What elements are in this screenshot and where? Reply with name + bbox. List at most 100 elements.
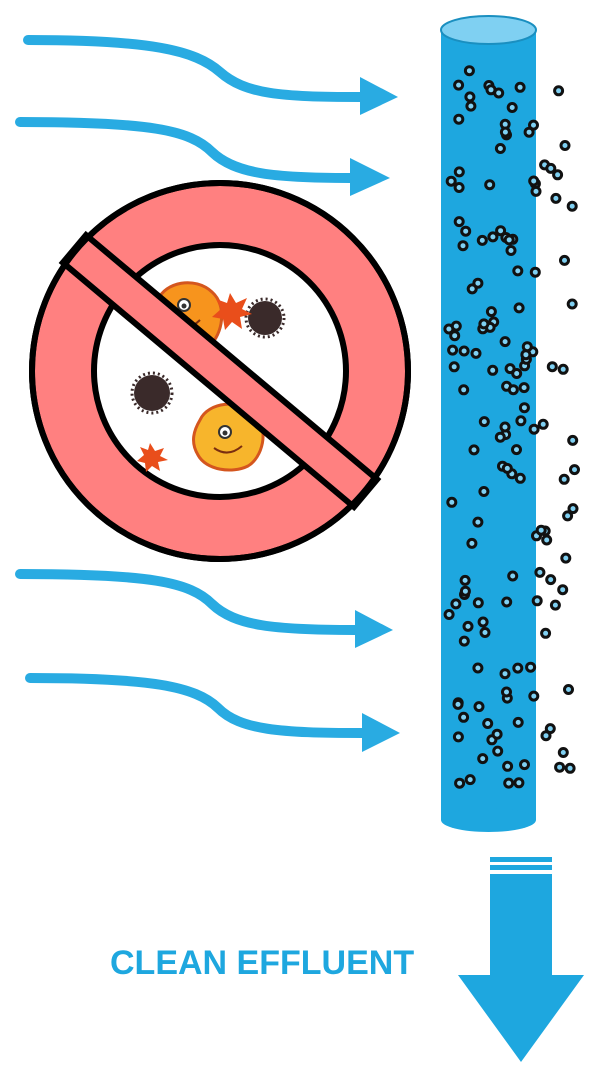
media-particle [454, 700, 462, 708]
media-particle [487, 308, 495, 316]
media-particle [472, 349, 480, 357]
media-particle [513, 446, 521, 454]
media-particle [569, 436, 577, 444]
media-particle [460, 713, 468, 721]
media-particle [501, 338, 509, 346]
media-particle [501, 128, 509, 136]
media-particle [561, 256, 569, 264]
media-particle [533, 597, 541, 605]
media-particle [551, 601, 559, 609]
media-particle [514, 664, 522, 672]
media-particle [561, 142, 569, 150]
media-particle [460, 386, 468, 394]
media-particle [559, 586, 567, 594]
media-particle [445, 611, 453, 619]
media-particle [537, 526, 545, 534]
media-particle [452, 322, 460, 330]
media-particle [509, 572, 517, 580]
media-particle [536, 568, 544, 576]
media-particle [475, 703, 483, 711]
media-particle [495, 89, 503, 97]
media-particle [565, 686, 573, 694]
media-particle [568, 202, 576, 210]
media-particle [470, 446, 478, 454]
media-particle [532, 187, 540, 195]
media-particle [460, 347, 468, 355]
media-particle [455, 218, 463, 226]
media-particle [489, 233, 497, 241]
media-particle [451, 332, 459, 340]
media-particle [449, 346, 457, 354]
media-particle [559, 365, 567, 373]
media-particle [527, 663, 535, 671]
media-particle [484, 720, 492, 728]
media-particle [474, 518, 482, 526]
clean-effluent-label: CLEAN EFFLUENT [110, 944, 456, 983]
media-particle [516, 83, 524, 91]
media-particle [509, 386, 517, 394]
media-particle [478, 236, 486, 244]
media-particle [513, 370, 521, 378]
media-particle [474, 599, 482, 607]
media-particle [497, 227, 505, 235]
media-particle [455, 81, 463, 89]
media-particle [467, 102, 475, 110]
media-particle [503, 688, 511, 696]
media-particle [571, 466, 579, 474]
media-particle [515, 779, 523, 787]
media-particle [486, 181, 494, 189]
media-particle [514, 267, 522, 275]
media-particle [480, 320, 488, 328]
no-microbes-icon [32, 183, 408, 559]
media-particle [480, 418, 488, 426]
inflow-arrow-icon [30, 678, 400, 752]
media-particle [569, 505, 577, 513]
media-particle [508, 104, 516, 112]
media-particle [460, 637, 468, 645]
media-particle [452, 600, 460, 608]
media-particle [530, 692, 538, 700]
inflow-arrow-icon [20, 574, 393, 648]
media-particle [517, 417, 525, 425]
media-particle [468, 285, 476, 293]
media-particle [520, 404, 528, 412]
media-particle [465, 67, 473, 75]
filter-column [441, 16, 579, 832]
media-particle [548, 363, 556, 371]
media-particle [543, 536, 551, 544]
media-particle [450, 363, 458, 371]
media-particle [462, 227, 470, 235]
media-particle [520, 384, 528, 392]
media-particle [479, 755, 487, 763]
media-particle [461, 576, 469, 584]
media-particle [562, 554, 570, 562]
media-particle [566, 764, 574, 772]
media-particle [479, 618, 487, 626]
media-particle [455, 115, 463, 123]
inflow-arrow-icon [28, 40, 398, 115]
media-particle [459, 242, 467, 250]
media-particle [505, 236, 513, 244]
media-particle [481, 629, 489, 637]
media-particle [448, 498, 456, 506]
media-particle [503, 464, 511, 472]
media-particle [560, 475, 568, 483]
media-particle [547, 576, 555, 584]
media-particle [468, 539, 476, 547]
media-particle [456, 779, 464, 787]
media-particle [530, 177, 538, 185]
media-particle [455, 168, 463, 176]
media-particle [516, 474, 524, 482]
media-particle [466, 93, 474, 101]
media-particle [521, 761, 529, 769]
media-particle [504, 762, 512, 770]
media-particle [480, 488, 488, 496]
media-particle [542, 629, 550, 637]
media-particle [466, 776, 474, 784]
media-particle [539, 420, 547, 428]
media-particle [501, 670, 509, 678]
media-particle [568, 300, 576, 308]
media-particle [559, 749, 567, 757]
outflow-arrow-icon [458, 857, 584, 1062]
